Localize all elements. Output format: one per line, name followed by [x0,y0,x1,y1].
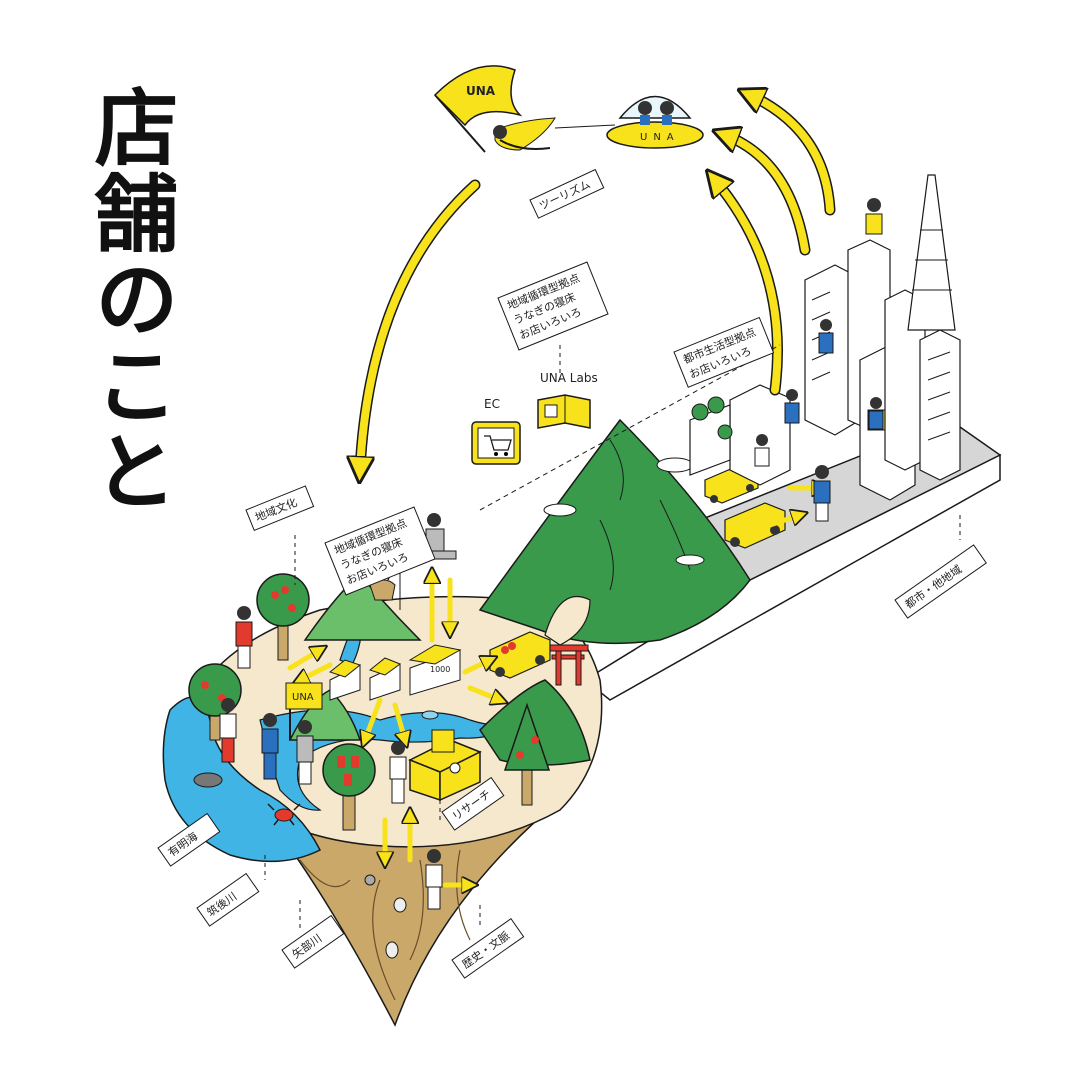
car-icon [489,631,551,679]
car-icon [724,502,786,549]
label-urban-other: 都市・他地域 [894,544,987,619]
tree-icon [503,702,551,806]
arrow-icon [287,488,820,885]
tree-icon [322,743,376,831]
crab-icon [267,803,301,826]
label-tourism: ツーリズム [529,168,605,219]
ufo-text: UNA [640,132,680,143]
arrow-icon [360,95,834,470]
island-soil [268,799,561,1027]
flag-text: UNA [466,84,496,98]
una-sign: UNA [285,682,323,740]
research-cube [408,729,482,802]
ufo-icon: UNA [606,95,704,149]
cart-icon [471,421,521,465]
svg-text:都市・他地域: 都市・他地域 [902,562,964,611]
flying-person [493,117,556,151]
sign-text: UNA [292,692,314,703]
flag-icon: UNA [433,65,523,153]
label-hub-mid: 地域循環型拠点 うなぎの寝床 お店いろいろ [497,261,609,351]
tree-icon [256,573,310,661]
city-buildings [689,174,961,501]
label-local-culture: 地域文化 [245,485,315,532]
big-mountain [478,418,751,646]
tower [907,174,956,331]
label-history-context: 歴史・文脈 [451,918,525,979]
book-icon [537,394,591,429]
fish-icon [193,772,223,788]
shop-sign: 1000 [430,665,450,674]
page-title: 店舗のこと [81,84,179,514]
label-urban-hub: 都市生活型拠点 お店いろいろ [673,316,775,388]
fish-icon [421,710,439,720]
leader-lines [264,345,961,930]
label-chikugo-river: 筑後川 [196,872,260,927]
shop-buildings: 1000 [328,644,462,701]
people [219,198,884,910]
label-yabe-river: 矢部川 [281,914,345,969]
ec-label: EC [484,397,500,411]
tree-icon [691,396,733,440]
una-labs-label: UNA Labs [540,371,598,385]
